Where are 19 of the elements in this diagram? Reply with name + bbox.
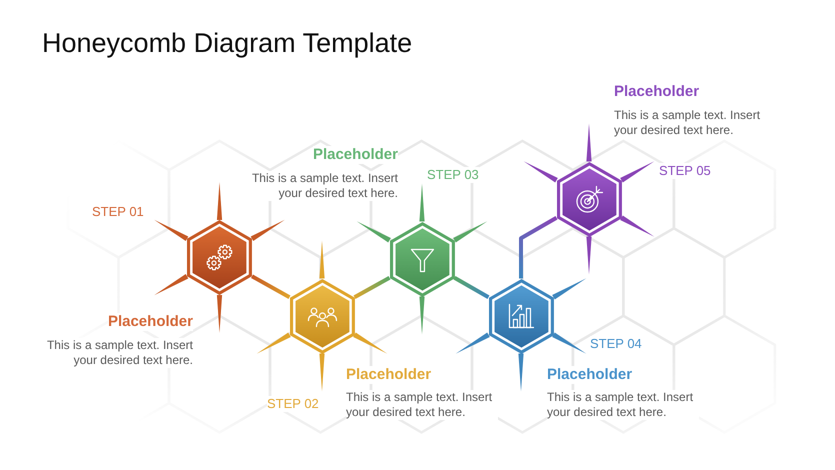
hexagon <box>390 222 454 296</box>
heading: Placeholder <box>547 366 632 384</box>
hexagon <box>488 278 554 354</box>
hexagon <box>290 278 354 354</box>
connector-line <box>251 274 290 299</box>
body-text: This is a sample text. Insert your desired text here. <box>547 390 699 420</box>
connector-line <box>354 276 390 299</box>
hexagon <box>187 220 252 295</box>
heading: Placeholder <box>346 366 432 384</box>
connector-line <box>519 216 558 278</box>
heading: Placeholder <box>108 313 193 331</box>
step-label: STEP 03 <box>427 167 479 183</box>
body-text: This is a sample text. Insert your desired text here. <box>346 390 498 420</box>
heading: Placeholder <box>312 146 398 164</box>
hexagon <box>556 162 622 236</box>
title: Honeycomb Diagram Template <box>42 27 412 60</box>
step-label: STEP 02 <box>267 396 319 412</box>
connector-line <box>453 276 490 299</box>
step-label: STEP 05 <box>659 163 711 179</box>
